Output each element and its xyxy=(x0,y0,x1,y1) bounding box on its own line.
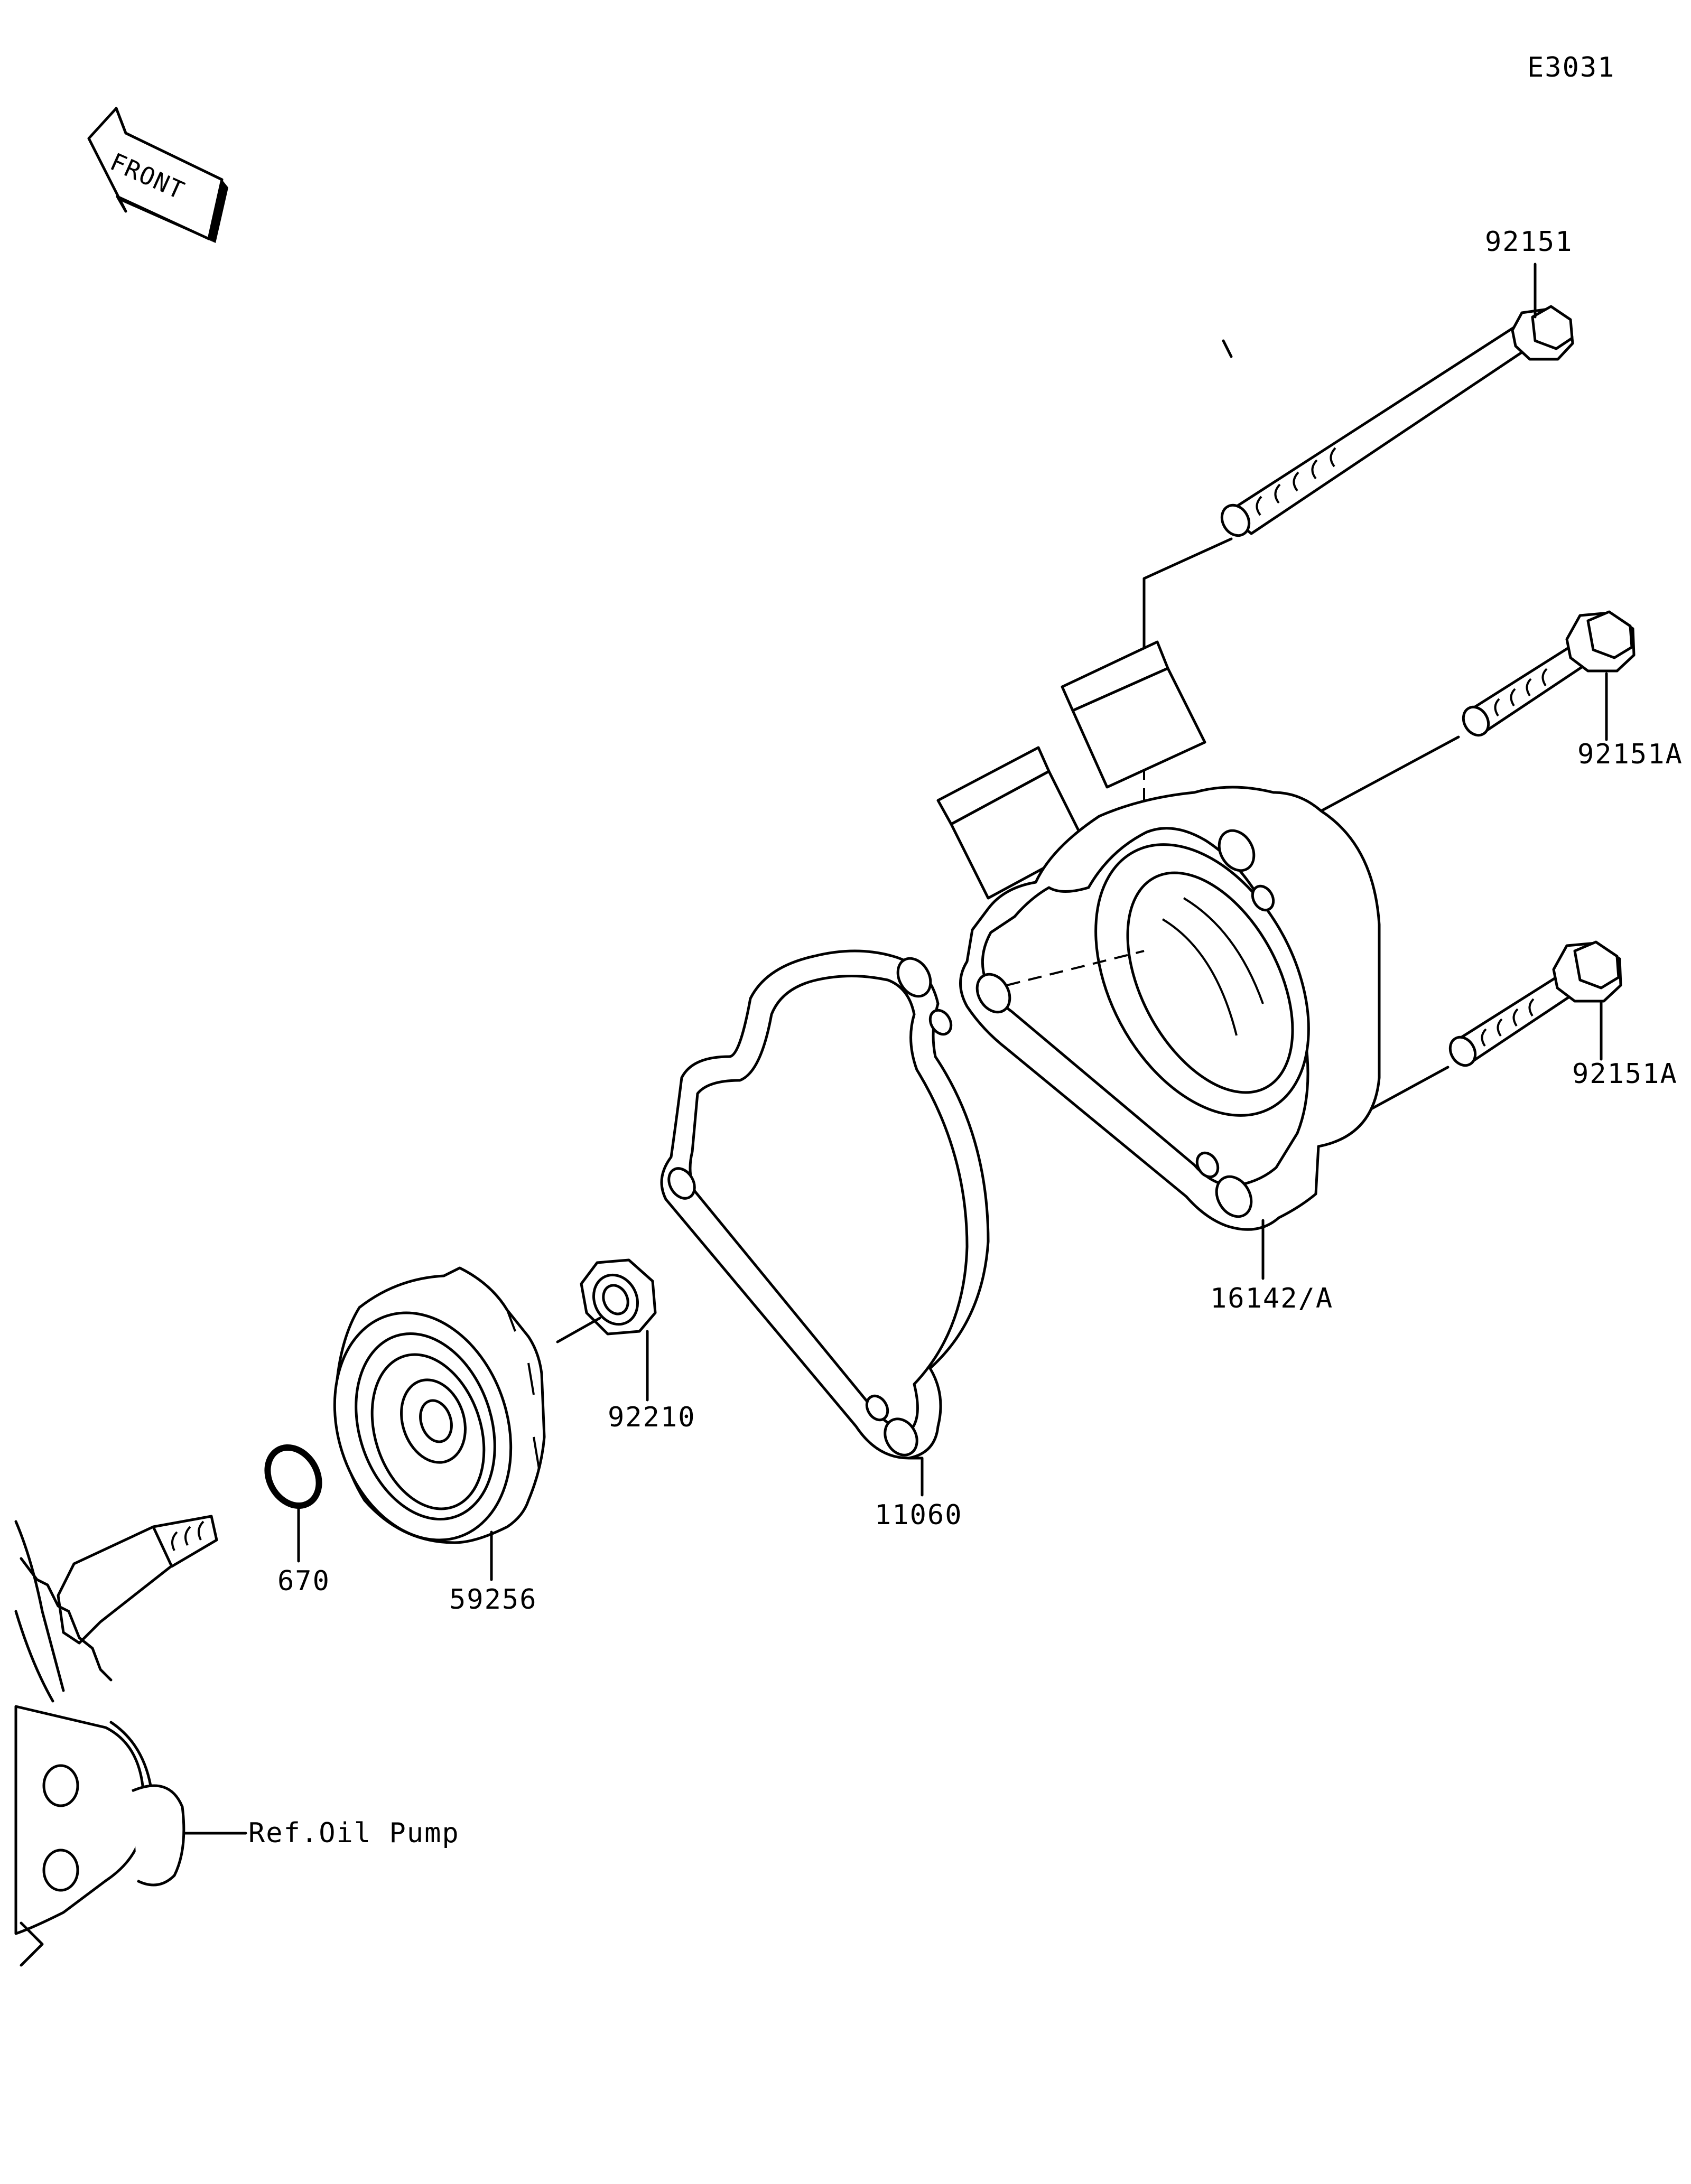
front-arrow-icon: FRONT xyxy=(87,107,228,243)
diagram-code: E3031 xyxy=(1527,52,1615,83)
pump-housing-16142a xyxy=(936,640,1381,1231)
o-ring-670 xyxy=(264,1444,322,1509)
part-label-92210: 92210 xyxy=(608,1402,696,1433)
gasket-11060 xyxy=(660,949,990,1460)
impeller-59256 xyxy=(333,1266,546,1544)
part-label-92151: 92151 xyxy=(1485,226,1573,258)
part-label-16142a: 16142/A xyxy=(1210,1283,1333,1314)
bolt-92151a-lower xyxy=(1448,940,1622,1067)
part-label-11060: 11060 xyxy=(875,1499,963,1531)
part-label-92151a-upper: 92151A xyxy=(1577,739,1683,770)
reference-label: Ref.Oil Pump xyxy=(248,1817,460,1849)
part-label-92151a-lower: 92151A xyxy=(1572,1058,1678,1090)
bolt-92151 xyxy=(1220,305,1574,537)
bolt-92151a-upper xyxy=(1462,610,1636,737)
part-label-59256: 59256 xyxy=(449,1584,537,1616)
oil-pump-reference xyxy=(14,1515,218,1967)
part-label-670: 670 xyxy=(277,1565,330,1597)
nut-92210 xyxy=(580,1258,657,1336)
